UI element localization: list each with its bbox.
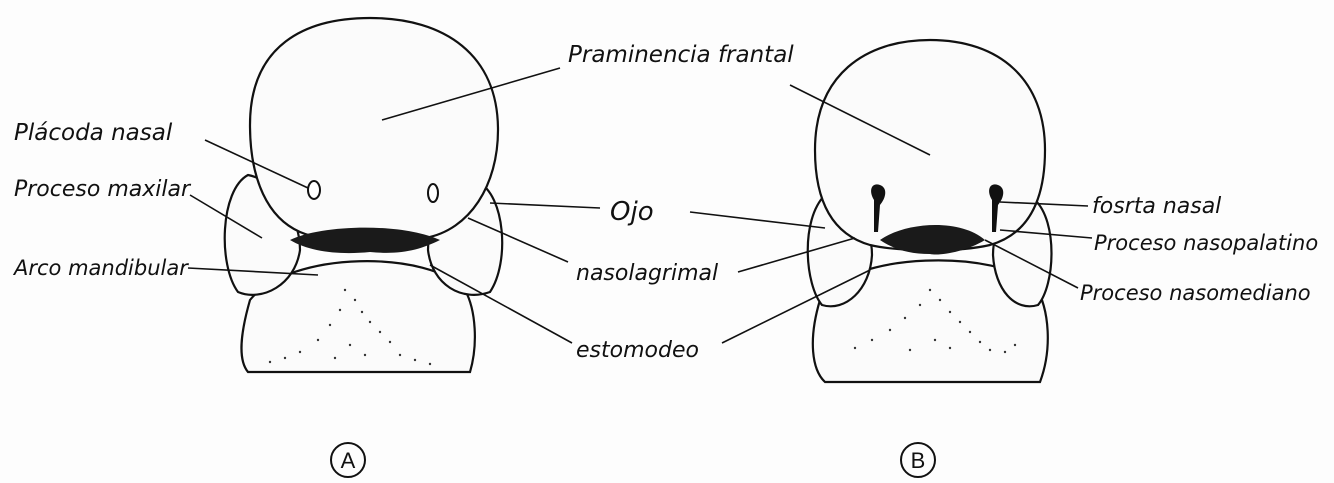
label-placoda-nasal: Plácoda nasal <box>14 120 173 146</box>
leader-ojo-b <box>690 212 825 228</box>
labels: Plácoda nasal Proceso maxilar Arco mandi… <box>12 42 1318 363</box>
label-estomodeo: estomodeo <box>576 338 699 363</box>
panel-label-b: B <box>901 443 935 477</box>
label-prominencia-frontal: Praminencia frantal <box>568 42 794 68</box>
label-nasolagrimal: nasolagrimal <box>576 261 718 286</box>
panel-label-a-text: A <box>341 448 356 473</box>
label-proceso-nasopalatino: Proceso nasopalatino <box>1094 231 1318 255</box>
leader-ojo-a <box>490 203 600 208</box>
a-nasal-placode-right <box>428 184 438 202</box>
figure-b <box>808 40 1052 382</box>
label-fosita-nasal: fosrta nasal <box>1092 194 1221 219</box>
label-proceso-maxilar: Proceso maxilar <box>14 177 192 202</box>
label-arco-mandibular: Arco mandibular <box>12 256 189 280</box>
b-frontal-prominence <box>815 40 1045 250</box>
label-ojo: Ojo <box>610 197 654 227</box>
figure-a <box>225 18 502 372</box>
a-nasal-placode-left <box>308 181 320 199</box>
label-proceso-nasomediano: Proceso nasomediano <box>1080 281 1311 305</box>
a-frontal-prominence <box>250 18 498 243</box>
panel-label-a: A <box>331 443 365 477</box>
panel-label-b-text: B <box>911 448 926 473</box>
